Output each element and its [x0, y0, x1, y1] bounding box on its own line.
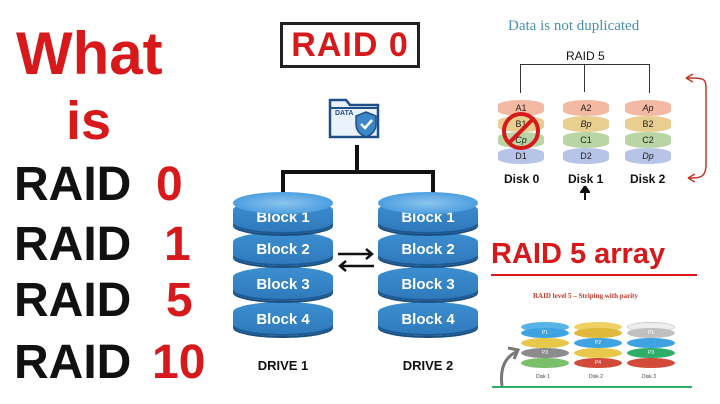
disk0-seg-d1: D1	[498, 148, 544, 164]
hand-arrow-icon	[494, 342, 524, 388]
mini-disk3-seg-1: P1	[627, 328, 675, 338]
failed-disk-icon	[500, 110, 542, 152]
mini-disk2-seg-3	[574, 348, 622, 358]
raid0-title: RAID 0	[291, 25, 409, 64]
mini-disk-3: P1 P3	[627, 322, 675, 368]
mini-disk-2: P2 P4	[574, 322, 622, 368]
mini-disk3-seg-3: P3	[627, 348, 675, 358]
disk1-seg-d2: D2	[563, 148, 609, 164]
raid5-array-title: RAID 5 array	[491, 238, 666, 270]
drive1-block-4: Block 4	[233, 302, 333, 336]
drive2-block-4: Block 4	[378, 302, 478, 336]
disk1-seg-bp: Bp	[563, 116, 609, 132]
drive-2: Block 4 Block 3 Block 2 Block 1	[378, 192, 478, 352]
raid-row-num-3: 10	[152, 336, 206, 389]
raid-row-word-2: RAID	[14, 274, 132, 327]
raid-row-word-3: RAID	[14, 336, 132, 389]
raid5-array-underline	[491, 274, 697, 276]
disk1-seg-a2: A2	[563, 100, 609, 116]
data-folder-icon: DATA	[326, 92, 386, 142]
mini-disk1-top	[521, 322, 569, 332]
drive1-label: DRIVE 1	[257, 358, 309, 373]
bus-horizontal	[281, 170, 435, 196]
raid-row-num-1: 1	[164, 218, 191, 271]
transfer-arrows-icon	[336, 248, 376, 272]
raid5-caption: Data is not duplicated	[508, 18, 640, 34]
data-icon-label: DATA	[335, 110, 354, 117]
drive2-block-3: Block 3	[378, 267, 478, 301]
raid5-array-subtitle: RAID level 5 – Striping with parity	[533, 292, 638, 300]
raid5-disk0-label: Disk 0	[504, 172, 540, 186]
mini-disk2-label: Disk 2	[589, 374, 603, 380]
drive2-label: DRIVE 2	[402, 358, 454, 373]
rebuild-up-arrow-icon	[579, 184, 591, 200]
raid5-disk-1: A2 Bp C1 D2	[563, 96, 609, 168]
drive2-block-2: Block 2	[378, 232, 478, 266]
mini-disk2-seg-1	[574, 328, 622, 338]
mini-disk3-seg-2	[627, 338, 675, 348]
is-heading: is	[66, 91, 112, 151]
disk2-seg-c2: C2	[625, 132, 671, 148]
what-heading: What	[16, 20, 163, 87]
drive1-block-2: Block 2	[233, 232, 333, 266]
drive-1: Block 4 Block 3 Block 2 Block 1	[233, 192, 333, 352]
green-underline	[492, 386, 692, 388]
mini-disk1-seg-4	[521, 358, 569, 368]
mini-disk2-top	[574, 322, 622, 332]
raid5-disk-2: Ap B2 C2 Dp	[625, 96, 671, 168]
mini-disk1-label: Disk 1	[536, 374, 550, 380]
bus-vertical	[355, 145, 359, 171]
raid-row-num-2: 5	[166, 274, 193, 327]
mini-disk1-seg-2	[521, 338, 569, 348]
mini-disk3-label: Disk 3	[642, 374, 656, 380]
drive2-top	[378, 192, 478, 214]
disk2-seg-b2: B2	[625, 116, 671, 132]
raid0-title-box: RAID 0	[280, 22, 420, 68]
raid5-bus-mid	[584, 64, 585, 92]
mini-disk2-seg-2: P2	[574, 338, 622, 348]
mini-disk-1: P1 P3	[521, 322, 569, 368]
raid-row-word-1: RAID	[14, 218, 132, 271]
drive1-block-3: Block 3	[233, 267, 333, 301]
disk1-seg-c1: C1	[563, 132, 609, 148]
mini-disk3-seg-4	[627, 358, 675, 368]
mini-disk2-seg-4: P4	[574, 358, 622, 368]
raid5-label: RAID 5	[566, 49, 605, 63]
disk0-seg-a1: A1	[498, 100, 544, 116]
drive1-top	[233, 192, 333, 214]
raid5-bus	[520, 64, 650, 93]
raid-row-word-0: RAID	[14, 158, 132, 211]
cycle-arrow-icon	[680, 72, 710, 184]
raid-row-num-0: 0	[156, 158, 183, 211]
mini-disk1-seg-3: P3	[521, 348, 569, 358]
raid5-disk2-label: Disk 2	[630, 172, 666, 186]
mini-disk1-seg-1: P1	[521, 328, 569, 338]
disk2-seg-dp: Dp	[625, 148, 671, 164]
disk2-seg-ap: Ap	[625, 100, 671, 116]
raid5-disk1-label: Disk 1	[568, 172, 604, 186]
